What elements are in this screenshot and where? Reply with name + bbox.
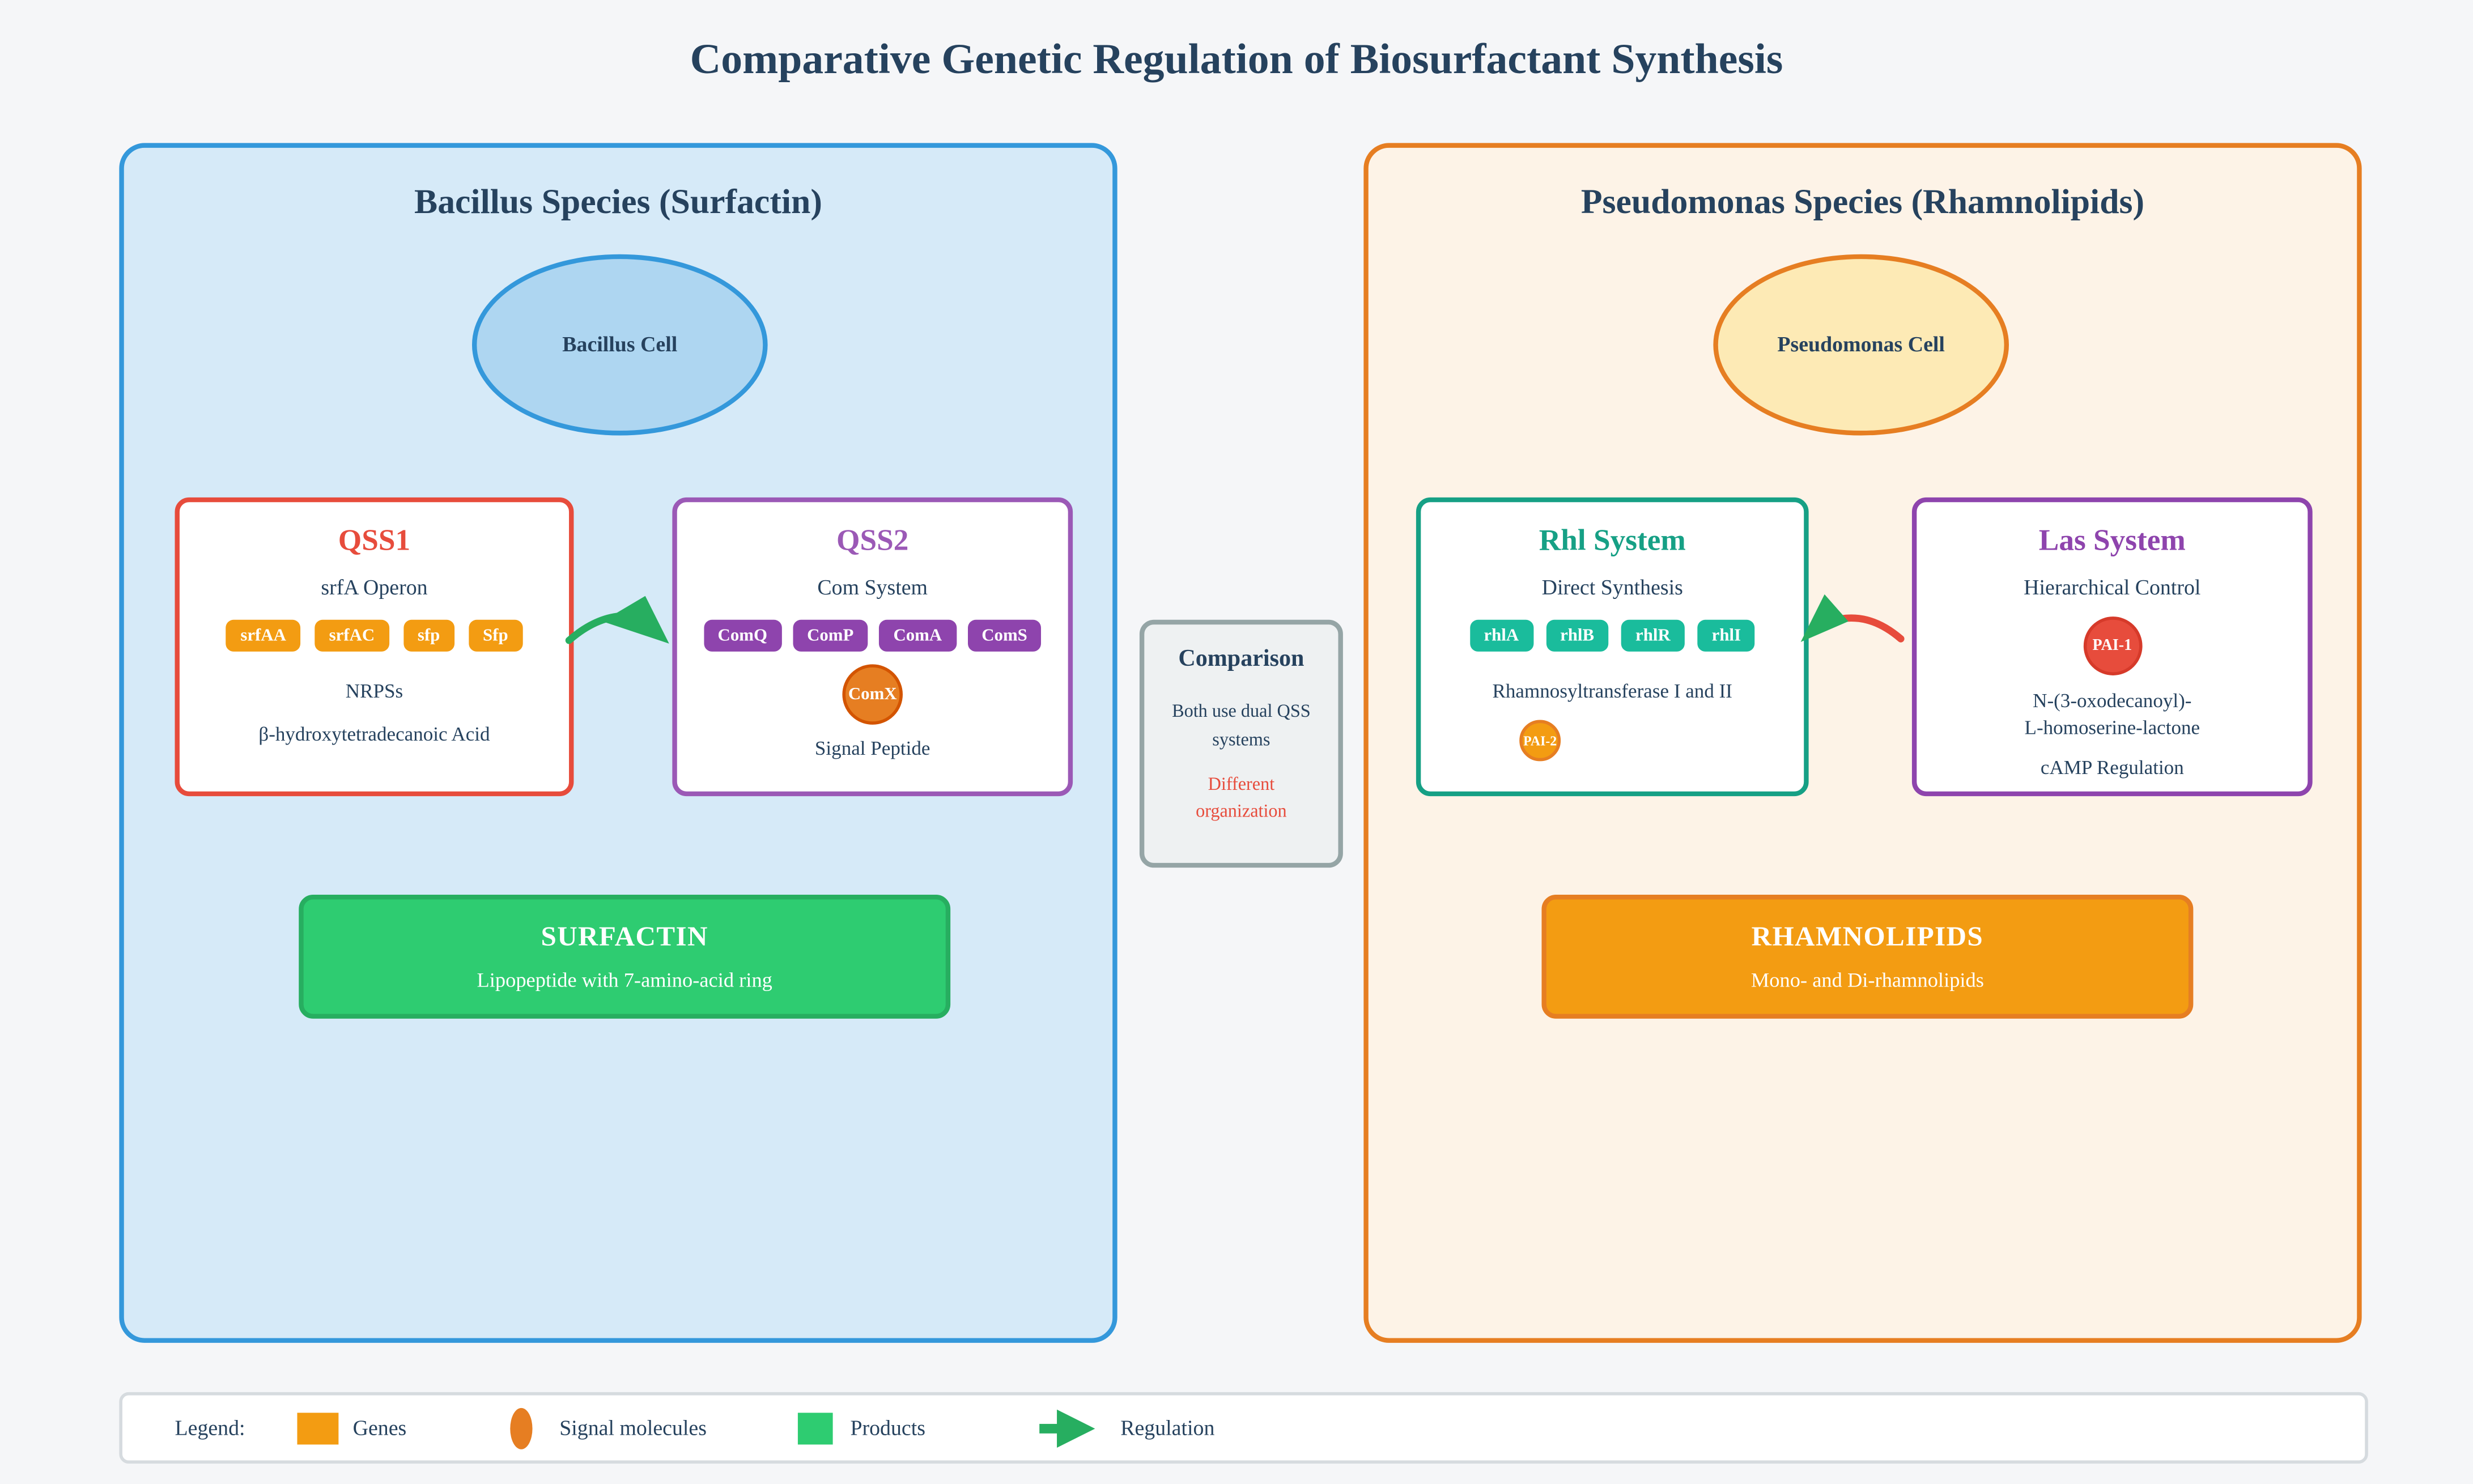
qss1-title: QSS1 <box>338 524 411 558</box>
gene-chip-rhla: rhlA <box>1469 619 1533 652</box>
pai2-signal-molecule: PAI-2 <box>1519 720 1561 762</box>
legend-genes-label: Genes <box>352 1415 407 1439</box>
las-system-box: Las System Hierarchical Control PAI-1 N-… <box>1911 497 2313 797</box>
pseudomonas-cell-ellipse: Pseudomonas Cell <box>1713 254 2009 436</box>
comparison-title: Comparison <box>1178 647 1305 673</box>
bacillus-panel: Bacillus Species (Surfactin) Bacillus Ce… <box>119 143 1117 1343</box>
rhl-subtitle: Direct Synthesis <box>1541 575 1683 599</box>
gene-chip-sfp: sfp <box>403 619 454 652</box>
comparison-difference: Different organization <box>1196 775 1287 823</box>
gene-swatch-icon <box>297 1411 339 1444</box>
gene-chip-srfac: srfAC <box>315 619 389 652</box>
bacillus-panel-title: Bacillus Species (Surfactin) <box>414 181 822 221</box>
pai1-label: PAI-1 <box>2092 637 2132 655</box>
qss2-box: QSS2 Com System ComQ ComP ComA ComS ComX… <box>672 497 1073 797</box>
rhl-gene-row: rhlA rhlB rhlR rhlI <box>1421 619 1804 652</box>
rhamnolipids-product-box: RHAMNOLIPIDS Mono- and Di-rhamnolipids <box>1541 894 2194 1019</box>
page-title: Comparative Genetic Regulation of Biosur… <box>690 35 1783 83</box>
las-title: Las System <box>2038 524 2186 558</box>
gene-chip-srfaa: srfAA <box>226 619 301 652</box>
pai2-label: PAI-2 <box>1523 732 1557 749</box>
product-swatch-icon <box>797 1411 833 1444</box>
qss1-note-nrps: NRPSs <box>345 680 403 703</box>
rhamnolipids-subtitle: Mono- and Di-rhamnolipids <box>1750 968 1984 992</box>
signal-molecule-swatch-icon <box>510 1407 533 1449</box>
gene-chip-sfp2: Sfp <box>468 619 522 652</box>
las-subtitle: Hierarchical Control <box>2024 575 2201 599</box>
qss1-gene-row: srfAA srfAC sfp Sfp <box>180 619 569 652</box>
gene-chip-comp: ComP <box>792 619 868 652</box>
pai1-signal-molecule: PAI-1 <box>2083 616 2142 675</box>
legend-products-label: Products <box>850 1415 925 1439</box>
legend-regulation-label: Regulation <box>1120 1415 1215 1439</box>
las-note-lactone-line1: N-(3-oxodecanoyl)- <box>2033 690 2192 712</box>
las-note-lactone-line2: L-homoserine-lactone <box>2024 716 2200 739</box>
gene-chip-comq: ComQ <box>703 619 782 652</box>
bacillus-cell-ellipse: Bacillus Cell <box>471 254 768 436</box>
qss2-title: QSS2 <box>836 524 909 558</box>
qss2-subtitle: Com System <box>817 575 928 599</box>
las-note-lactone: N-(3-oxodecanoyl)- L-homoserine-lactone <box>1917 688 2308 742</box>
surfactin-title: SURFACTIN <box>541 920 708 952</box>
surfactin-product-box: SURFACTIN Lipopeptide with 7-amino-acid … <box>299 894 951 1019</box>
rhamnolipids-title: RHAMNOLIPIDS <box>1751 920 1984 952</box>
qss2-note-signal-peptide: Signal Peptide <box>814 737 930 760</box>
pseudomonas-panel: Pseudomonas Species (Rhamnolipids) Pseud… <box>1363 143 2362 1343</box>
qss1-note-acid: β-hydroxytetradecanoic Acid <box>258 722 490 746</box>
rhl-system-box: Rhl System Direct Synthesis rhlA rhlB rh… <box>1416 497 1809 797</box>
las-note-camp: cAMP Regulation <box>2040 756 2184 779</box>
comparison-similarity: Both use dual QSS systems <box>1172 702 1311 750</box>
gene-chip-rhlb: rhlB <box>1545 619 1609 652</box>
qss1-box: QSS1 srfA Operon srfAA srfAC sfp Sfp NRP… <box>175 497 574 797</box>
surfactin-subtitle: Lipopeptide with 7-amino-acid ring <box>477 968 772 992</box>
bacillus-cell-label: Bacillus Cell <box>562 332 678 356</box>
qss2-gene-row: ComQ ComP ComA ComS <box>677 619 1068 652</box>
legend-signal-molecules-label: Signal molecules <box>559 1415 707 1439</box>
legend-label: Legend: <box>175 1415 245 1439</box>
rhl-title: Rhl System <box>1539 524 1686 558</box>
gene-chip-rhlr: rhlR <box>1621 619 1685 652</box>
gene-chip-coma: ComA <box>879 619 957 652</box>
comparison-box: Comparison Both use dual QSS systems Dif… <box>1139 619 1343 868</box>
regulation-arrow-icon <box>1038 1407 1098 1448</box>
gene-chip-coms: ComS <box>967 619 1042 652</box>
legend: Legend: Genes Signal molecules Products … <box>119 1392 2368 1464</box>
rhl-note-enzyme: Rhamnosyltransferase I and II <box>1492 680 1733 703</box>
pseudomonas-panel-title: Pseudomonas Species (Rhamnolipids) <box>1580 181 2145 221</box>
comx-label: ComX <box>848 684 897 704</box>
comx-signal-molecule: ComX <box>842 664 903 725</box>
pseudomonas-cell-label: Pseudomonas Cell <box>1777 332 1945 356</box>
gene-chip-rhli: rhlI <box>1697 619 1756 652</box>
qss1-subtitle: srfA Operon <box>321 575 428 599</box>
